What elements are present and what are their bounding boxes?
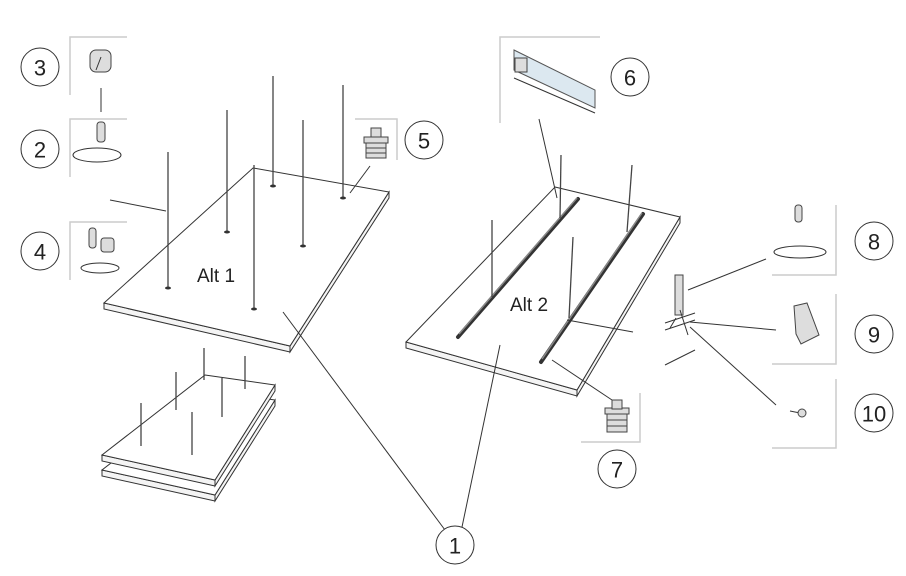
callout-10: 10 [854, 393, 894, 433]
spring-clip-icon [363, 127, 389, 159]
part-boxes [69, 36, 837, 449]
callout-1: 1 [435, 525, 475, 565]
spring-clip-icon-2 [604, 399, 630, 433]
t-bar-rail-icon [513, 49, 596, 114]
svg-text:2: 2 [34, 138, 46, 163]
alt2-label: Alt 2 [510, 295, 548, 316]
callout-6: 6 [610, 57, 650, 97]
callout-7: 7 [597, 449, 637, 489]
callout-2: 2 [20, 129, 60, 169]
ceiling-anchor-icon [89, 49, 112, 73]
alt2-panel [405, 186, 681, 398]
svg-text:3: 3 [34, 56, 46, 81]
svg-text:8: 8 [868, 230, 880, 255]
alt1-label: Alt 1 [197, 266, 235, 287]
screw-icon [789, 408, 807, 418]
svg-text:4: 4 [34, 240, 46, 265]
alt2-rails [456, 154, 645, 364]
clip-bracket-icon [793, 302, 820, 345]
wire-hanger-anchor-icon [80, 227, 120, 274]
wire-hanger-icon-2 [773, 204, 827, 259]
wire-hanger-icon [72, 121, 122, 163]
svg-text:9: 9 [868, 323, 880, 348]
leader-lines [109, 118, 777, 531]
part-icons [72, 49, 827, 433]
callout-3: 3 [20, 47, 60, 87]
callout-8: 8 [854, 221, 894, 261]
svg-text:6: 6 [624, 66, 636, 91]
svg-text:7: 7 [611, 458, 623, 483]
callout-9: 9 [854, 314, 894, 354]
stacked-panels [100, 348, 276, 503]
callout-5: 5 [404, 120, 444, 160]
svg-text:5: 5 [418, 129, 430, 154]
callout-4: 4 [20, 231, 60, 271]
alt1-panel [102, 167, 390, 354]
assembly-detail-icon [664, 274, 696, 366]
svg-text:10: 10 [862, 402, 886, 427]
svg-text:1: 1 [449, 534, 461, 559]
alt1-wires [165, 76, 346, 311]
